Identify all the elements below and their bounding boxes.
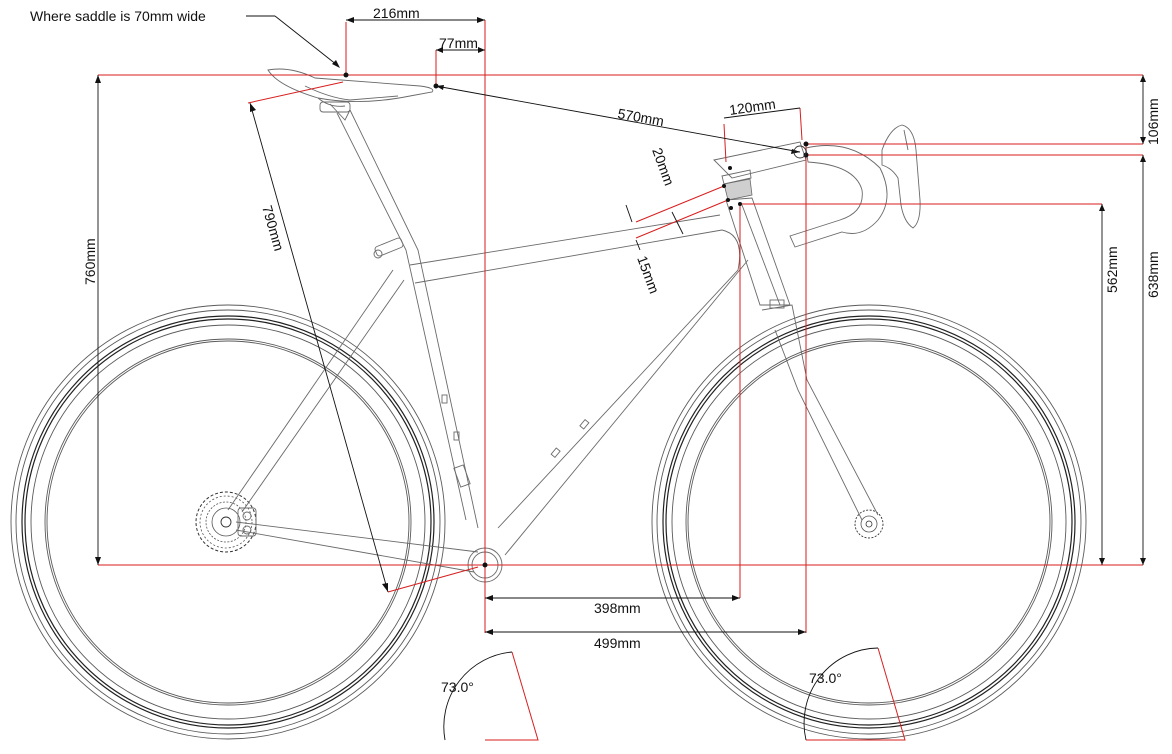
stem-length-label: 120mm: [728, 96, 776, 118]
saddle-to-bar-drop-label: 106mm: [1145, 98, 1161, 145]
saddle-height-label: 790mm: [259, 203, 287, 252]
handlebar: [789, 145, 888, 248]
saddle-height-from-bb-label: 760mm: [82, 238, 98, 285]
key-points: [343, 72, 809, 568]
seatpost: [319, 101, 351, 121]
dimension-lines: [95, 15, 1146, 741]
spacer-stack-label: 20mm: [649, 146, 677, 188]
saddle-setback-label: 216mm: [373, 5, 420, 21]
bike-frame: [227, 109, 879, 583]
cassette: [195, 491, 257, 553]
frame-stack-label: 562mm: [1104, 246, 1120, 293]
brake-lever: [881, 124, 921, 229]
red-guides: [98, 20, 1143, 741]
frame-reach-label: 398mm: [594, 600, 641, 616]
stem: [713, 141, 807, 179]
bar-reach-label: 499mm: [594, 635, 641, 651]
saddle-to-bar-reach-label: 570mm: [616, 105, 665, 129]
saddle-nose-setback-label: 77mm: [439, 35, 478, 51]
head-angle-label: 73.0°: [809, 670, 842, 686]
headset-spacers: [721, 169, 753, 201]
front-wheel: [651, 304, 1087, 740]
bar-stack-label: 638mm: [1145, 251, 1161, 298]
front-hub: [854, 509, 884, 539]
saddle-width-note: Where saddle is 70mm wide: [30, 8, 206, 24]
seat-angle-label: 73.0°: [441, 679, 474, 695]
headset-top-cap-label: 15mm: [634, 254, 662, 296]
rear-wheel: [10, 304, 446, 740]
